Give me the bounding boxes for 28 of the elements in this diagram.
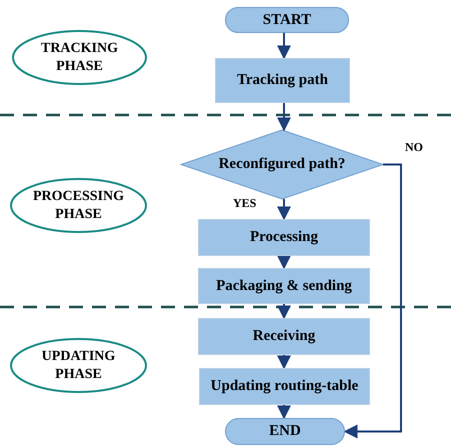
edge-label: NO [404,141,424,153]
node-label: PROCESSING PHASE [32,188,126,223]
arrow [277,255,291,270]
arrow [277,355,291,370]
node-label: Tracking path [236,71,329,90]
node-label: Reconfigured path? [218,155,346,174]
arrow [277,199,291,220]
arrow [277,33,291,60]
arrow [277,405,291,420]
process-box [198,318,370,355]
process-box [199,368,370,405]
arrow [277,103,291,132]
node-label: Updating routing-table [210,377,360,396]
edge-label: YES [232,197,258,209]
end-terminator [225,418,345,445]
process-box [198,268,370,304]
arrow [277,304,291,320]
start-terminator [225,7,349,33]
node-label: Processing [248,228,320,247]
arrow [344,164,402,438]
node-label: TRACKING PHASE [40,40,119,75]
node-label: UPDATING PHASE [40,348,116,383]
node-label: START [262,10,312,30]
process-box [198,219,370,256]
process-box [215,58,350,103]
node-label: END [269,422,301,441]
node-label: Receiving [252,327,316,346]
node-label: Packaging & sending [215,276,353,296]
